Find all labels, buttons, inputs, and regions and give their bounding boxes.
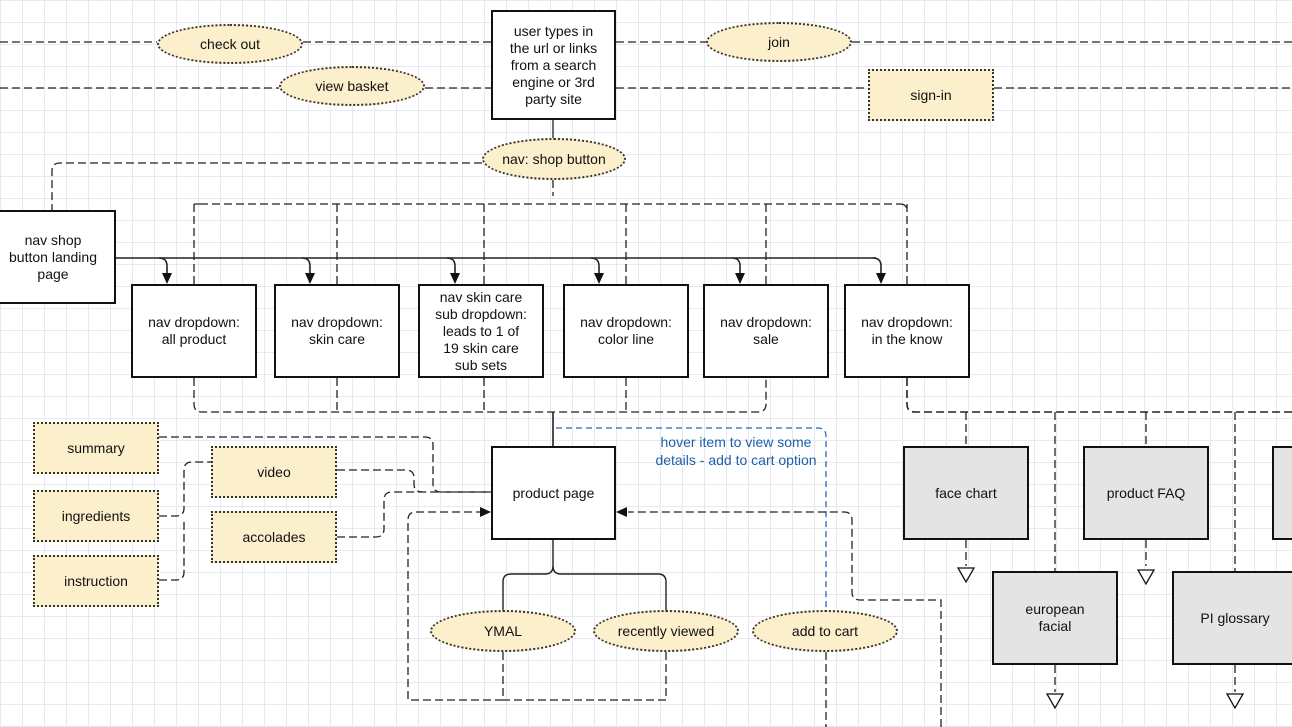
pi-glossary-node[interactable]: PI glossary — [1172, 571, 1292, 665]
line-merge-bar — [193, 378, 767, 413]
line-know-bar — [906, 378, 1292, 413]
add-to-cart-node[interactable]: add to cart — [752, 610, 898, 652]
instruction-node[interactable]: instruction — [33, 555, 159, 607]
nav-dropdown-color-line-node[interactable]: nav dropdown: color line — [563, 284, 689, 378]
nav-dropdown-all-product-node[interactable]: nav dropdown: all product — [131, 284, 257, 378]
user-entry-node[interactable]: user types in the url or links from a se… — [491, 10, 616, 120]
line-right-loop — [628, 511, 942, 727]
line-fan-corners — [194, 203, 908, 212]
line-ingredients — [159, 461, 211, 517]
european-terminal — [1045, 693, 1065, 710]
product-page-node[interactable]: product page — [491, 446, 616, 540]
line-solid-drop-3 — [590, 257, 600, 274]
video-node[interactable]: video — [211, 446, 337, 498]
nav-dropdown-skin-care-node[interactable]: nav dropdown: skin care — [274, 284, 400, 378]
line-solid-drop-0 — [158, 257, 168, 274]
hover-annotation: hover item to view some details - add to… — [655, 434, 817, 468]
nav-shop-landing-node[interactable]: nav shop button landing page — [0, 210, 116, 304]
arrow-to-dropdown-2 — [450, 273, 460, 284]
line-recent-loop — [503, 652, 667, 701]
arrow-to-dropdown-0 — [162, 273, 172, 284]
arrow-to-dropdown-1 — [305, 273, 315, 284]
nav-shop-button-node[interactable]: nav: shop button — [482, 138, 626, 180]
line-hover-annotation — [556, 427, 827, 610]
check-out-node[interactable]: check out — [157, 24, 303, 64]
accolades-node[interactable]: accolades — [211, 511, 337, 563]
recently-viewed-node[interactable]: recently viewed — [593, 610, 739, 652]
nav-skin-care-sub-dropdown-node[interactable]: nav skin care sub dropdown: leads to 1 o… — [418, 284, 544, 378]
ymal-node[interactable]: YMAL — [430, 610, 576, 652]
view-basket-node[interactable]: view basket — [279, 66, 425, 106]
line-solid-drop-4 — [731, 257, 741, 274]
line-solid-drop-1 — [301, 257, 311, 274]
line-to-recently-viewed — [552, 565, 667, 610]
arrow-into-product-left — [480, 507, 491, 517]
product-faq-terminal — [1136, 569, 1156, 586]
arrow-to-dropdown-5 — [876, 273, 886, 284]
face-chart-node[interactable]: face chart — [903, 446, 1029, 540]
line-accolades — [337, 491, 491, 538]
european-facial-node[interactable]: european facial — [992, 571, 1118, 665]
face-chart-terminal — [956, 567, 976, 584]
arrow-to-dropdown-4 — [735, 273, 745, 284]
nav-dropdown-in-the-know-node[interactable]: nav dropdown: in the know — [844, 284, 970, 378]
line-solid-drop-5 — [872, 257, 882, 274]
sign-in-node[interactable]: sign-in — [868, 69, 994, 121]
line-ymal-loop — [407, 511, 504, 701]
partial-grey-node[interactable] — [1272, 446, 1292, 540]
summary-node[interactable]: summary — [33, 422, 159, 474]
line-to-ymal — [502, 540, 554, 610]
pi-terminal — [1225, 693, 1245, 710]
join-node[interactable]: join — [706, 22, 852, 62]
line-video — [337, 469, 423, 493]
product-faq-node[interactable]: product FAQ — [1083, 446, 1209, 540]
line-solid-drop-2 — [446, 257, 456, 274]
arrow-into-product-right — [616, 507, 627, 517]
line-shop-to-landing — [51, 162, 482, 210]
line-instruction — [159, 520, 185, 581]
nav-dropdown-sale-node[interactable]: nav dropdown: sale — [703, 284, 829, 378]
ingredients-node[interactable]: ingredients — [33, 490, 159, 542]
arrow-to-dropdown-3 — [594, 273, 604, 284]
